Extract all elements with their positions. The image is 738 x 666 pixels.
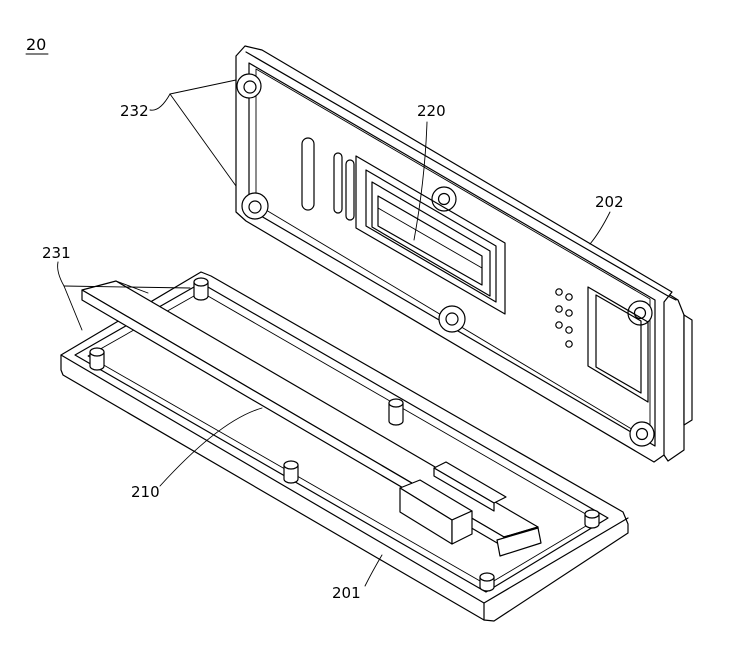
cover-slot-3 xyxy=(345,159,355,221)
cover-boss-right-bottom xyxy=(629,421,655,447)
module-220 xyxy=(355,155,506,315)
cover-tab xyxy=(683,314,693,426)
label-210: 210 xyxy=(131,483,160,501)
case-boss-6 xyxy=(479,572,495,592)
leader-lines xyxy=(57,79,611,587)
cover-boss-mid-top xyxy=(431,186,457,212)
upper-cover-202 xyxy=(235,45,693,463)
label-220: 220 xyxy=(417,102,446,120)
case-boss-2 xyxy=(89,347,105,371)
case-boss-4 xyxy=(283,460,299,484)
cover-outline xyxy=(235,45,673,463)
cover-lip xyxy=(245,51,677,301)
cover-slot-2 xyxy=(333,152,343,214)
label-202: 202 xyxy=(595,193,624,211)
cover-inner-rim xyxy=(248,62,656,447)
case-boss-1 xyxy=(193,277,209,301)
cover-boss-left xyxy=(241,192,269,220)
cover-side-face xyxy=(661,289,685,462)
case-boss-5 xyxy=(584,509,600,529)
figure-number: 20 xyxy=(26,35,46,54)
cover-window xyxy=(587,286,649,403)
label-231: 231 xyxy=(42,244,71,262)
label-201: 201 xyxy=(332,584,361,602)
cover-holes xyxy=(555,288,573,348)
lower-case-201 xyxy=(60,271,629,622)
board-210 xyxy=(81,280,542,557)
cover-boss-mid-bottom xyxy=(438,305,466,333)
case-boss-3 xyxy=(388,398,404,426)
cover-slot-1 xyxy=(301,137,315,211)
cover-boss-top-left xyxy=(236,73,262,99)
label-232: 232 xyxy=(120,102,149,120)
